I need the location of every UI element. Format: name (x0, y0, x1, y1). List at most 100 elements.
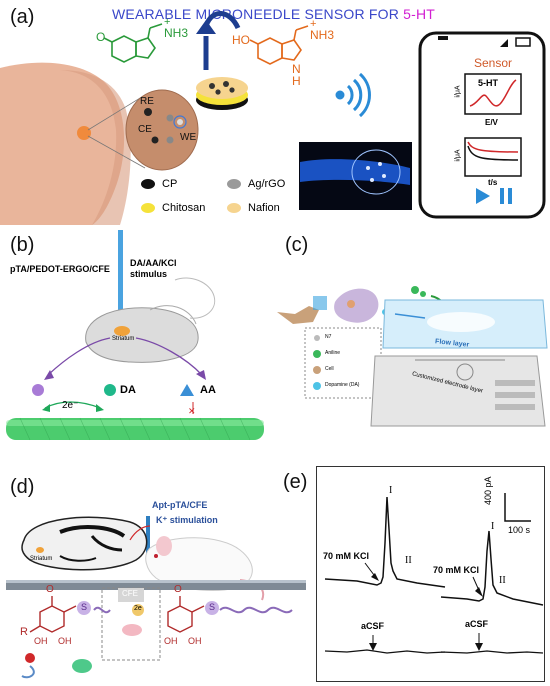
scale-x-label: 100 s (508, 525, 531, 535)
panel-d: (d) (0, 470, 310, 686)
o-label-left: O (46, 584, 54, 595)
aa-label: AA (200, 384, 216, 396)
peak-ii-2: II (499, 575, 506, 586)
trace-acsf-1 (324, 649, 446, 654)
o-label-right: O (174, 584, 182, 595)
peak-ii-1: II (405, 555, 412, 566)
electrode-ce: CE (138, 124, 152, 135)
aa-icon (180, 384, 194, 396)
mol-left-ketone: O (96, 30, 106, 44)
molecule-d-left (29, 596, 77, 633)
legend-c-cell: Cell (325, 366, 334, 372)
panel-c-illustration (277, 286, 548, 427)
legend-chitosan: Chitosan (162, 202, 206, 214)
panel-a-title: WEARABLE MICRONEEDLE SENSOR FOR 5-HT (112, 6, 435, 22)
oh-label-3: OH (164, 636, 178, 646)
probe-label-b: pTA/PEDOT-ERGO/CFE (10, 264, 110, 274)
phone-plot2-xlabel: t/s (488, 178, 498, 187)
phone-plot2-ylabel: i/μA (454, 149, 462, 162)
panel-a-illustration (0, 11, 546, 225)
carbon-fiber (6, 580, 306, 590)
phone-plot1-label: 5-HT (478, 78, 498, 88)
wireless-icon (335, 72, 371, 118)
legend-agrgo: Ag/rGO (248, 178, 286, 190)
legend-nafion: Nafion (248, 202, 280, 214)
phone-plot1-ylabel: i/μA (454, 85, 462, 98)
molecule-left (103, 23, 163, 63)
mol-right-ring-h: H (292, 74, 301, 88)
oh-label-4: OH (188, 636, 202, 646)
arm-shading (60, 70, 131, 225)
mol-right-hydroxyl: HO (232, 33, 250, 47)
legend-cp: CP (162, 178, 178, 190)
electrode-we: WE (180, 132, 197, 143)
electrode-disk (126, 90, 198, 170)
panel-a-title-accent: 5-HT (403, 6, 436, 22)
trace-kcl-1 (324, 496, 446, 588)
arm-shape (0, 62, 125, 225)
phone-frame (418, 31, 546, 219)
electron-label-b: 2e⁻ (62, 400, 79, 411)
s-label-left: S (81, 602, 88, 612)
da-label: DA (120, 384, 136, 396)
cfe-label: CFE (122, 589, 138, 598)
panel-a: (a) WEARABLE MICRONEEDLE SENSOR FOR 5-HT (0, 0, 550, 225)
phone-pause-icon (500, 188, 504, 204)
stimulus-label: DA/AA/KCl stimulus (130, 258, 177, 279)
panel-e: (e) 400 pA 100 s I II I II 70 mM KCl 70 … (283, 466, 545, 682)
scale-y-label: 400 pA (483, 476, 493, 505)
molecule-right (249, 25, 309, 65)
species-sphere (32, 384, 44, 396)
neuron-cell (277, 306, 319, 324)
peak-i-1: I (389, 485, 393, 496)
mol-left-charge: + (164, 16, 171, 28)
molecule-d-right (167, 596, 205, 633)
blocked-icon (25, 653, 35, 663)
r-label: R (20, 626, 28, 638)
panel-e-label: (e) (283, 471, 308, 493)
panel-c: (c) N7 Aniline Cell Dopamine (DA) Flow l… (275, 230, 550, 445)
green-analyte (72, 659, 92, 673)
panel-a-label: (a) (10, 6, 35, 28)
trace-acsf-2 (440, 650, 544, 654)
mol-right-charge: + (310, 18, 317, 30)
kcl-label-2: 70 mM KCl (433, 565, 480, 575)
cell-blob (334, 288, 379, 323)
panel-e-traces (324, 493, 544, 654)
probe-needle-d (146, 516, 150, 556)
acsf-label-1: aCSF (361, 621, 385, 631)
da-icon (104, 384, 116, 396)
trace-kcl-2 (440, 530, 544, 606)
peak-i-2: I (491, 521, 495, 532)
mol-left-amine: NH3 (164, 26, 189, 40)
mol-right-ring-n: N (292, 62, 301, 76)
sensor-spot (77, 126, 91, 140)
panel-b: (b) ✕ pTA/P (0, 230, 275, 445)
acsf-label-2: aCSF (465, 619, 489, 629)
probe-needle (118, 230, 123, 312)
legend-c-dopamine: Dopamine (DA) (325, 382, 360, 388)
electrode-layer (370, 355, 546, 427)
oh-label-1: OH (34, 636, 48, 646)
panel-b-label: (b) (10, 234, 35, 256)
electrode-re: RE (140, 96, 154, 107)
oh-label-2: OH (58, 636, 72, 646)
s-label-right: S (209, 602, 216, 612)
electron-label-d: 2e (134, 605, 142, 612)
svg-text:✕: ✕ (188, 406, 196, 416)
panel-d-illustration (6, 516, 306, 679)
conversion-arrow (203, 11, 241, 30)
kcl-label-1: 70 mM KCl (323, 551, 370, 561)
striatum-label-d: Striatum (30, 556, 53, 562)
stimulation-label: K⁺ stimulation (156, 515, 218, 525)
legend-c-aniline: Aniline (325, 350, 341, 356)
phone-plot2 (464, 137, 522, 177)
phone-plot1 (464, 73, 522, 115)
brain-sagittal (85, 307, 199, 363)
panel-a-title-main: WEARABLE MICRONEEDLE SENSOR FOR (112, 6, 404, 22)
probe-label-d: Apt-pTA/CFE (152, 500, 208, 510)
panel-c-label: (c) (285, 234, 309, 256)
panel-d-label: (d) (10, 476, 35, 498)
phone-plot1-xlabel: E/V (485, 118, 498, 127)
striatum-label-b: Striatum (112, 336, 135, 342)
